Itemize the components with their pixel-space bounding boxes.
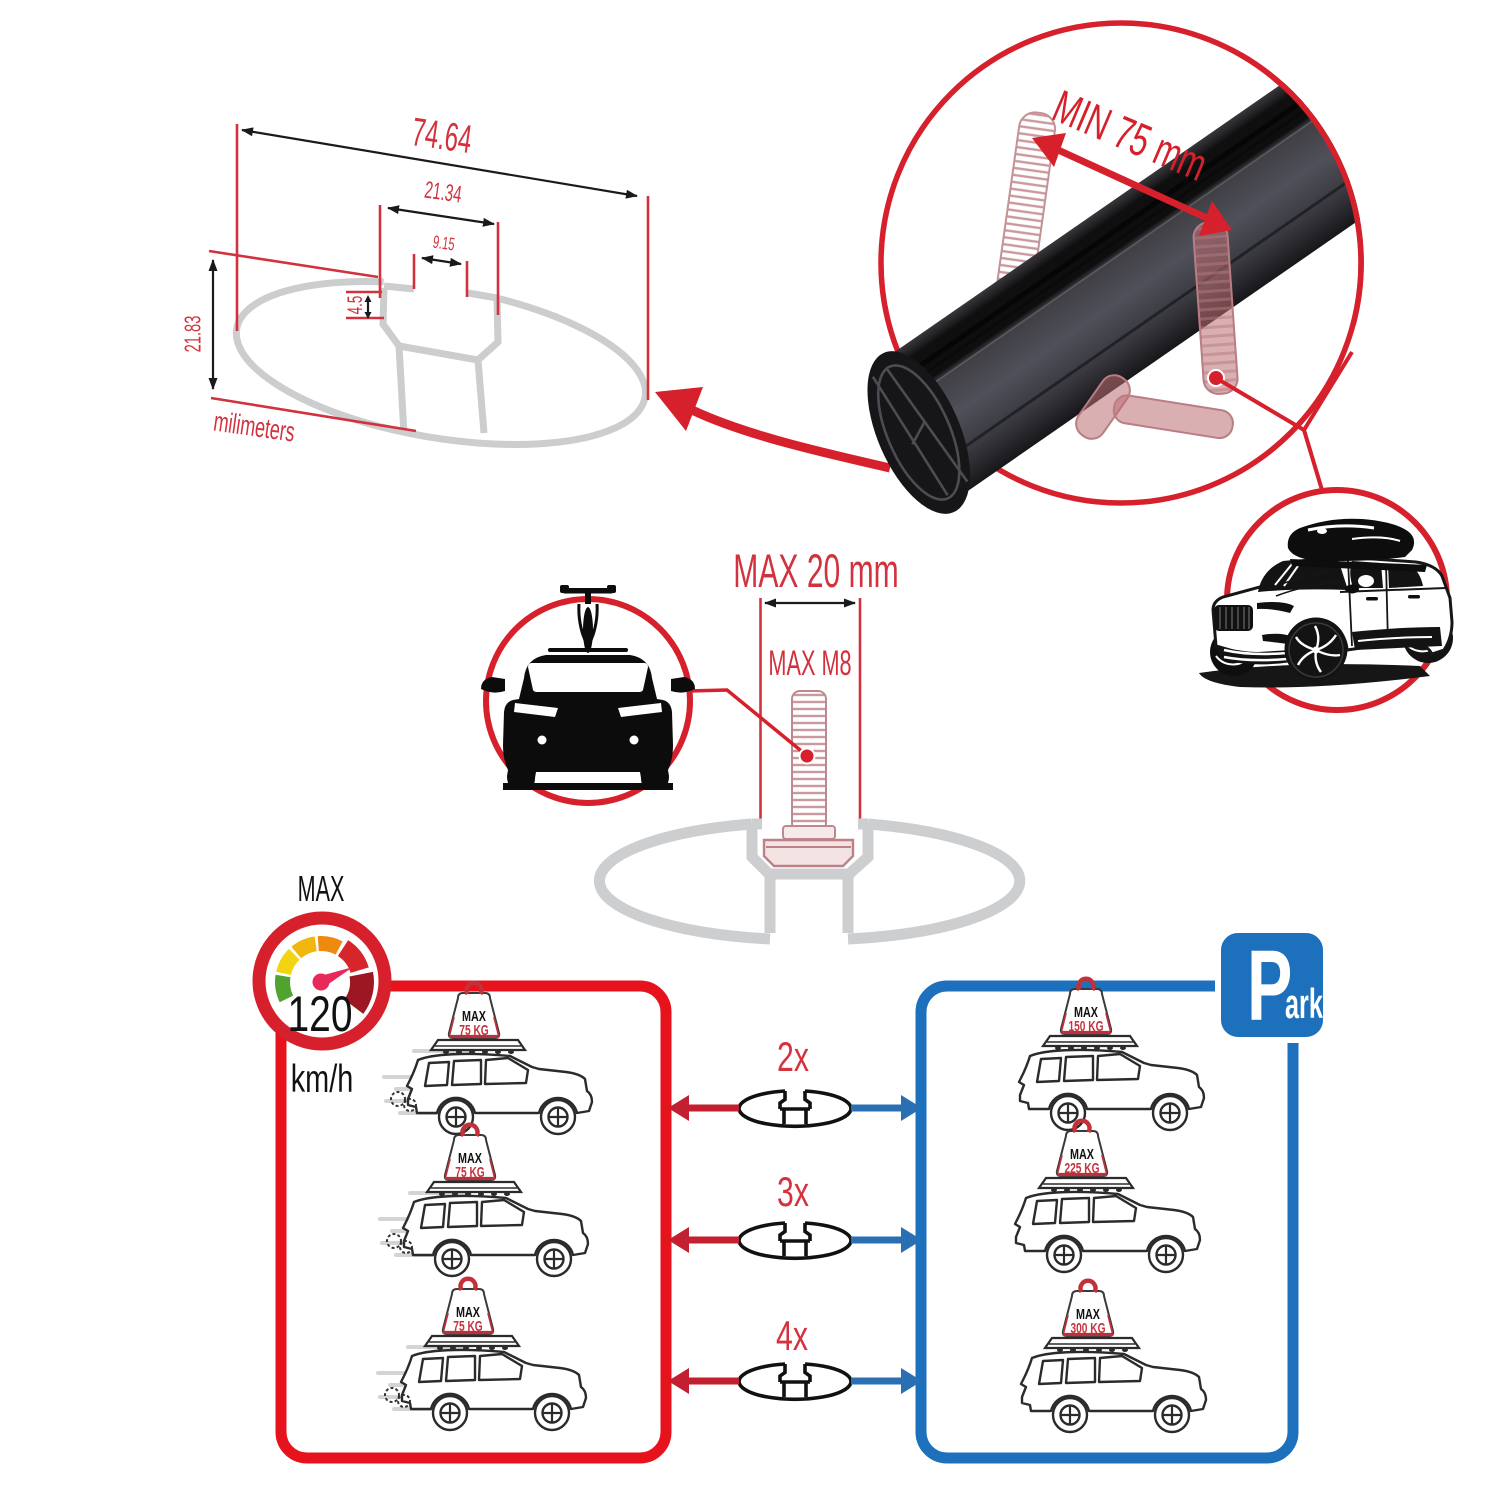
svg-text:4x: 4x — [776, 1312, 808, 1359]
svg-text:3x: 3x — [777, 1168, 809, 1215]
svg-text:4.5: 4.5 — [343, 296, 367, 315]
svg-text:9.15: 9.15 — [432, 232, 456, 255]
svg-text:21.34: 21.34 — [423, 177, 464, 208]
svg-text:MAX: MAX — [1076, 1305, 1100, 1322]
svg-text:MAX: MAX — [462, 1007, 486, 1024]
svg-text:ark: ark — [1285, 982, 1323, 1028]
svg-text:MAX 20 mm: MAX 20 mm — [733, 545, 898, 597]
svg-text:MAX: MAX — [1070, 1145, 1094, 1162]
svg-text:75 KG: 75 KG — [455, 1163, 484, 1181]
svg-text:225 KG: 225 KG — [1064, 1159, 1099, 1177]
svg-text:120: 120 — [287, 985, 352, 1042]
svg-text:75 KG: 75 KG — [453, 1317, 482, 1335]
svg-text:MAX M8: MAX M8 — [768, 645, 851, 683]
svg-text:74.64: 74.64 — [409, 109, 475, 162]
svg-text:21.83: 21.83 — [181, 316, 206, 353]
svg-text:MAX: MAX — [456, 1303, 480, 1320]
svg-text:MAX: MAX — [298, 869, 345, 909]
svg-text:MAX: MAX — [458, 1149, 482, 1166]
svg-text:km/h: km/h — [291, 1058, 354, 1101]
svg-text:MAX: MAX — [1074, 1003, 1098, 1020]
svg-text:2x: 2x — [777, 1033, 809, 1080]
svg-text:75 KG: 75 KG — [459, 1021, 488, 1039]
svg-text:150 KG: 150 KG — [1068, 1017, 1103, 1035]
svg-text:300 KG: 300 KG — [1070, 1319, 1105, 1337]
svg-text:P: P — [1247, 931, 1292, 1042]
